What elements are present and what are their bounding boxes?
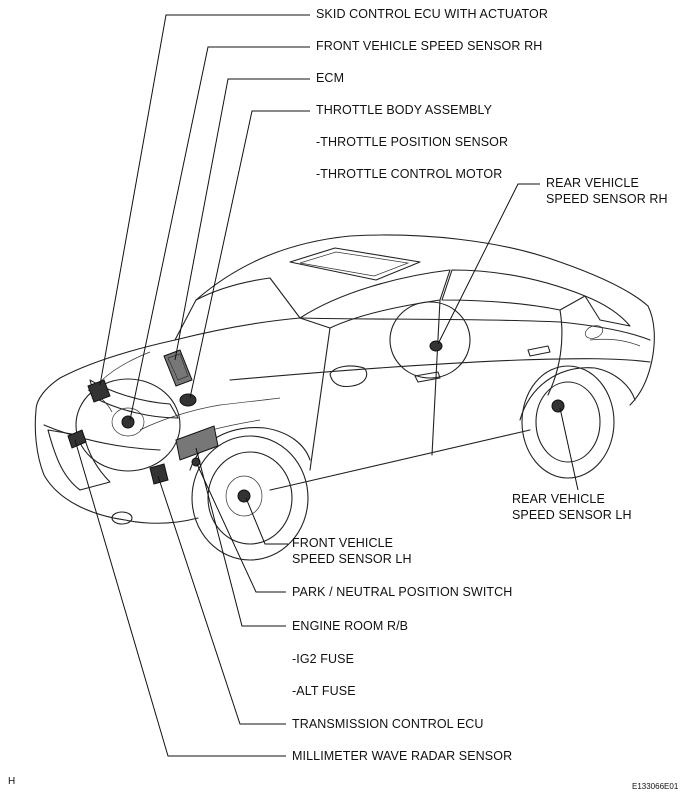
label-ig2-fuse: -IG2 FUSE bbox=[292, 652, 355, 666]
rear-speed-sensor-lh-part bbox=[551, 399, 565, 413]
label-throttle-position-sensor: -THROTTLE POSITION SENSOR bbox=[316, 135, 509, 149]
label-skid-control-ecu: SKID CONTROL ECU WITH ACTUATOR bbox=[316, 7, 548, 21]
front-speed-sensor-lh-part bbox=[237, 489, 251, 503]
corner-mark: H bbox=[8, 776, 16, 787]
transmission-ecu-part bbox=[149, 463, 169, 485]
figure-id: E133066E01 bbox=[632, 782, 679, 791]
front-speed-sensor-rh-part bbox=[121, 415, 135, 429]
rear-left-wheel bbox=[521, 365, 615, 479]
label-park-neutral-switch: PARK / NEUTRAL POSITION SWITCH bbox=[292, 585, 513, 599]
label-front-speed-sensor-rh: FRONT VEHICLE SPEED SENSOR RH bbox=[316, 39, 543, 53]
leader-lines bbox=[74, 14, 579, 757]
rear-right-wheel bbox=[389, 301, 471, 379]
label-rear-speed-sensor-rh-line1: REAR VEHICLE bbox=[546, 176, 639, 190]
label-alt-fuse: -ALT FUSE bbox=[292, 684, 356, 698]
label-engine-room-rb: ENGINE ROOM R/B bbox=[292, 619, 409, 633]
label-throttle-control-motor: -THROTTLE CONTROL MOTOR bbox=[316, 167, 503, 181]
millimeter-radar-part bbox=[67, 429, 87, 449]
label-rear-speed-sensor-rh-line2: SPEED SENSOR RH bbox=[546, 192, 668, 206]
skid-control-ecu-part bbox=[87, 379, 111, 403]
front-right-wheel bbox=[75, 378, 181, 472]
throttle-body-part bbox=[179, 393, 197, 407]
ecm-part bbox=[163, 349, 193, 387]
engine-room-rb-part bbox=[175, 425, 219, 461]
rear-speed-sensor-rh-part bbox=[429, 340, 443, 352]
label-front-speed-sensor-lh-line2: SPEED SENSOR LH bbox=[292, 552, 412, 566]
label-transmission-ecu: TRANSMISSION CONTROL ECU bbox=[292, 717, 484, 731]
label-rear-speed-sensor-lh-line2: SPEED SENSOR LH bbox=[512, 508, 632, 522]
label-throttle-body: THROTTLE BODY ASSEMBLY bbox=[316, 103, 493, 117]
label-rear-speed-sensor-lh-line1: REAR VEHICLE bbox=[512, 492, 605, 506]
label-ecm: ECM bbox=[316, 71, 345, 85]
label-millimeter-radar: MILLIMETER WAVE RADAR SENSOR bbox=[292, 749, 513, 763]
label-front-speed-sensor-lh-line1: FRONT VEHICLE bbox=[292, 536, 394, 550]
